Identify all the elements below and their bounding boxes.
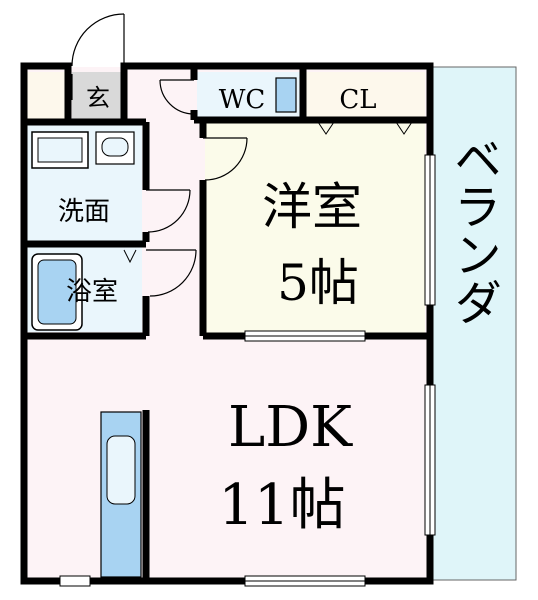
- entry-shoe-area: [27, 72, 69, 120]
- western-room-label: 洋室: [262, 178, 362, 236]
- closet-label: CL: [339, 85, 376, 115]
- fixtures: [31, 77, 297, 578]
- entrance-floor: [72, 72, 124, 120]
- western-room-size: 5帖: [277, 254, 359, 312]
- ldk-label: LDK: [228, 395, 353, 460]
- closet-floor: [306, 72, 425, 118]
- closet-door-marks: [123, 121, 413, 264]
- washroom-label: 洗面: [58, 197, 110, 227]
- toilet-tank: [275, 77, 297, 113]
- bathroom-label: 浴室: [66, 277, 118, 307]
- entrance-label: 玄: [86, 84, 110, 112]
- kitchen-sink: [106, 435, 136, 505]
- doors: [71, 13, 248, 297]
- veranda-floor: [429, 66, 517, 581]
- western-room-floor: [205, 120, 425, 335]
- wc-label: WC: [219, 85, 266, 115]
- windows: [59, 154, 436, 587]
- ldk-size: 11帖: [218, 473, 345, 538]
- veranda-label: ベランダ: [445, 134, 501, 326]
